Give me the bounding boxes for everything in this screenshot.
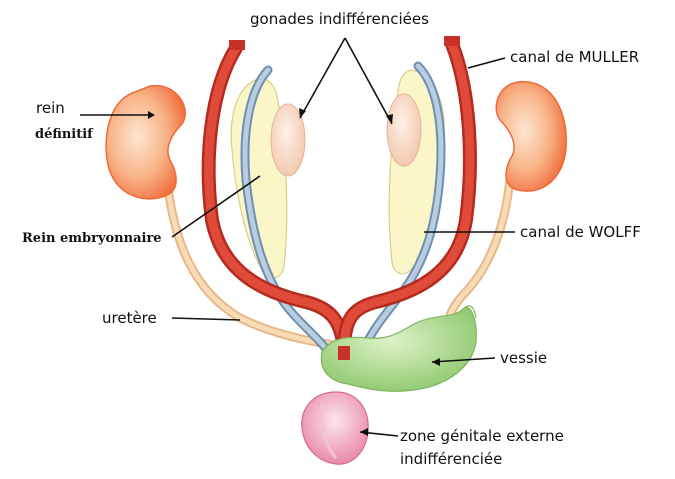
label-muller: canal de MULLER	[510, 48, 639, 66]
label-rein-definitif: définitif	[35, 127, 94, 142]
label-rein: rein	[36, 99, 65, 117]
label-zone-line2: indifférenciée	[400, 450, 502, 468]
label-rein-embryonnaire: Rein embryonnaire	[22, 231, 162, 246]
gonad-right	[387, 94, 421, 166]
label-gonades: gonades indifférenciées	[250, 10, 429, 28]
label-uretere: uretère	[102, 309, 157, 327]
kidney-right	[496, 82, 566, 192]
kidney-left	[106, 86, 185, 199]
label-wolff: canal de WOLFF	[520, 223, 641, 241]
genital-zone	[302, 392, 368, 464]
muller-outlet	[338, 346, 350, 360]
label-zone-line1: zone génitale externe	[400, 427, 564, 445]
label-vessie: vessie	[500, 349, 547, 367]
